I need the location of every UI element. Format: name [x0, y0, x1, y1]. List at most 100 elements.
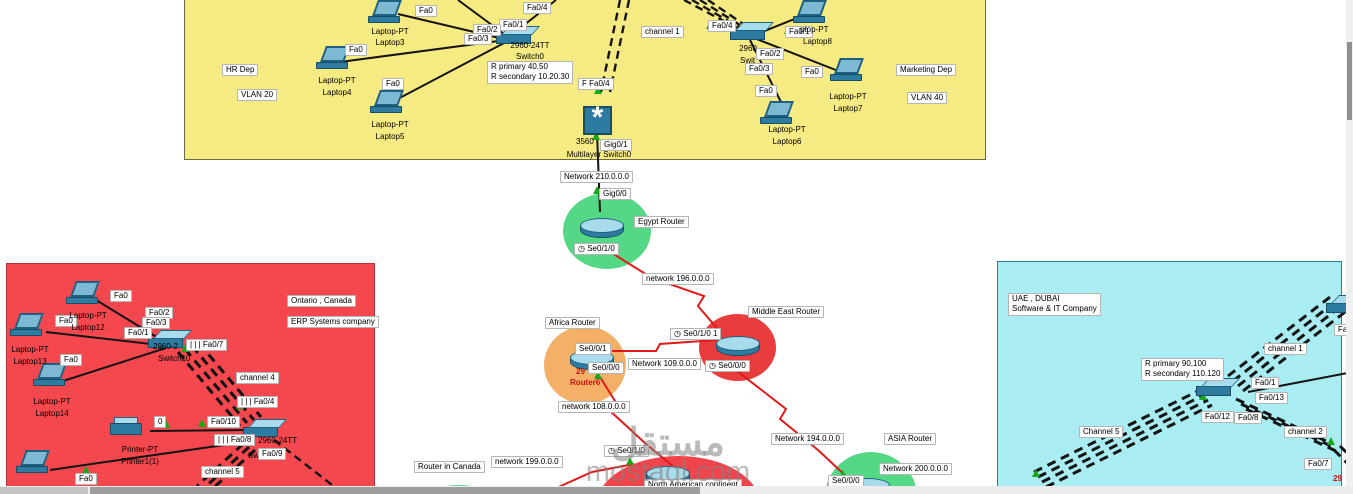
- label-laptop-pt-35: Laptop-PT: [768, 125, 806, 134]
- label-channel-4-79: channel 4: [236, 372, 279, 385]
- label-laptop-pt-5: Laptop-PT: [318, 76, 356, 85]
- label-router-in-canada-61: Router in Canada: [414, 461, 485, 474]
- label-network-199-0-0-0-60: network 199.0.0.0: [491, 456, 563, 469]
- label-network-194-0-0-0-54: Network 194.0.0.0: [771, 433, 844, 446]
- label-se0-0-0-53: ◷ Se0/0/0: [705, 360, 750, 373]
- label-laptop14-75: Laptop14: [35, 409, 69, 418]
- label-laptop5-9: Laptop5: [375, 132, 405, 141]
- label-fa0-4-23: Fa0/4: [708, 20, 737, 33]
- label-2960-24tt-86: 2960-24TT: [258, 436, 298, 445]
- printer1-printer-icon[interactable]: [110, 417, 142, 435]
- egypt-router-router-icon[interactable]: [580, 218, 624, 238]
- label-fa0-1-67: Fa0/1: [124, 327, 153, 340]
- label-fa0-4-80: | | | Fa0/4: [237, 396, 279, 409]
- label-se0-1-0-42: ◷ Se0/1/0: [574, 243, 619, 256]
- label-switch0-16: Switch0: [515, 52, 545, 61]
- label-fa0-13-95: Fa0/13: [1255, 392, 1288, 405]
- horizontal-scrollbar-corner: [0, 487, 88, 494]
- label-channel-1-93: channel 1: [1264, 343, 1307, 356]
- label-fa0-8-97: Fa0/8: [1234, 412, 1263, 425]
- label-fa0-2-29: Fa0/2: [756, 48, 785, 61]
- label-hr-dep-0: HR Dep: [222, 64, 259, 77]
- label-fa0-10-82: Fa0/10: [207, 416, 240, 429]
- link-status-arrow-icon: [626, 457, 634, 465]
- label-laptop-pt-2: Laptop-PT: [371, 27, 409, 36]
- label-fa0-1-94: Fa0/1: [1251, 377, 1280, 390]
- label-uae-dubai-software-it-company-91: UAE , DUBAI Software & IT Company: [1008, 293, 1101, 316]
- label-switch10-77: Switch10: [158, 354, 191, 363]
- horizontal-scrollbar-thumb[interactable]: [90, 487, 700, 494]
- multilayer-switch0-multilayer-switch-icon[interactable]: *: [583, 103, 612, 135]
- label-middle-east-router-51: Middle East Router: [748, 306, 825, 319]
- laptop4-laptop-icon[interactable]: [316, 46, 350, 69]
- link-18: [736, 370, 850, 480]
- label-ontario-canada-62: Ontario , Canada: [287, 295, 356, 308]
- label-fa0-68: Fa0: [55, 315, 77, 328]
- laptop8-laptop-icon[interactable]: [793, 0, 827, 23]
- laptop-bottom-left-laptop-icon[interactable]: [16, 450, 50, 473]
- label-printer1-1-85: Printer1(1): [121, 457, 159, 466]
- link-status-arrow-icon: [592, 132, 600, 140]
- laptop5-laptop-icon[interactable]: [370, 90, 404, 113]
- label-se0-1-0-1-52: ◷ Se0/1/0 1: [670, 328, 722, 341]
- switch-erp-bottom-switch-icon[interactable]: [243, 419, 288, 437]
- laptop3-laptop-icon[interactable]: [368, 0, 402, 23]
- label-2960-24tt-15: 2960-24TT: [510, 41, 550, 50]
- label-2960-2-76: 2960-2: [153, 342, 178, 351]
- label-asia-router-55: ASIA Router: [884, 433, 937, 446]
- label-fa0-7: Fa0: [345, 44, 367, 57]
- label-fa0-12-96: Fa0/12: [1201, 411, 1234, 424]
- label-fa0-64: Fa0: [110, 290, 132, 303]
- label-fa0-9-88: Fa0/9: [258, 448, 287, 461]
- label-router6-48: Router6: [570, 378, 601, 387]
- laptop6-laptop-icon[interactable]: [760, 101, 794, 124]
- label-laptop12-70: Laptop12: [71, 323, 105, 332]
- label-africa-router-44: Africa Router: [545, 317, 600, 330]
- label-network-109-0-0-0-49: Network 109.0.0.0: [628, 358, 701, 371]
- label-fa0-7-100: Fa0/7: [1304, 458, 1333, 471]
- label-2960-24: 2960: [739, 44, 757, 53]
- label-erp-systems-company-63: ERP Systems company: [287, 316, 379, 329]
- label-laptop-pt-69: Laptop-PT: [69, 311, 107, 320]
- label-fa0-10: Fa0: [382, 78, 404, 91]
- label-network-108-0-0-0-50: network 108.0.0.0: [558, 401, 630, 414]
- label-channel-5-89: channel 5: [201, 466, 244, 479]
- label-laptop7-34: Laptop7: [833, 104, 863, 113]
- label-29-101: 29: [1333, 474, 1342, 483]
- label-laptop3-3: Laptop3: [375, 38, 405, 47]
- label-laptop6-36: Laptop6: [772, 137, 802, 146]
- label-fa0-32: Fa0: [755, 85, 777, 98]
- label-fa0-3-14: Fa0/3: [464, 33, 493, 46]
- label-gig0-0-40: Gig0/0: [599, 188, 631, 201]
- label-laptop-pt-33: Laptop-PT: [829, 92, 867, 101]
- label-fa0-4: Fa0: [415, 5, 437, 18]
- label-3560-20: 3560: [576, 137, 594, 146]
- label-channel-5-98: Channel 5: [1079, 426, 1124, 439]
- label-29-47: 29: [576, 367, 585, 376]
- laptop12-laptop-icon[interactable]: [66, 281, 100, 304]
- laptop7-laptop-icon[interactable]: [830, 58, 864, 81]
- label-network-210-0-0-0-39: Network 210.0.0.0: [560, 171, 633, 184]
- label-channel-1-18: channel 1: [641, 26, 684, 39]
- label-printer-pt-84: Printer-PT: [121, 445, 159, 454]
- label-network-200-0-0-0-56: Network 200.0.0.0: [879, 463, 952, 476]
- label-f-fa0-4-19: F Fa0/4: [578, 78, 614, 91]
- label-ptop-pt-27: ptop-PT: [800, 25, 829, 34]
- label-laptop8-28: Laptop8: [803, 37, 832, 46]
- label-fa0-73: Fa0: [60, 354, 82, 367]
- label-se0-1-0-58: ◷ Se0/1/0: [604, 445, 649, 458]
- vertical-scrollbar-track[interactable]: [1346, 0, 1353, 486]
- label-channel-2-99: channel 2: [1284, 426, 1327, 439]
- label-laptop-pt-8: Laptop-PT: [371, 120, 409, 129]
- label-se0-0-1-45: Se0/0/1: [575, 343, 611, 356]
- vertical-scrollbar-thumb[interactable]: [1347, 42, 1352, 120]
- label-laptop13-72: Laptop13: [13, 357, 47, 366]
- link-status-arrow-icon: [181, 344, 189, 352]
- laptop13-laptop-icon[interactable]: [10, 313, 44, 336]
- label-r-primary-90-100-r-secondary-110-120-92: R primary 90,100 R secondary 110.120: [1141, 358, 1225, 381]
- label-fa0-8-83: | | | Fa0/8: [214, 434, 256, 447]
- label-fa0-7-78: | | | Fa0/7: [186, 339, 228, 352]
- middle-east-router-router-icon[interactable]: [716, 336, 760, 356]
- label-fa0-31: Fa0: [801, 66, 823, 79]
